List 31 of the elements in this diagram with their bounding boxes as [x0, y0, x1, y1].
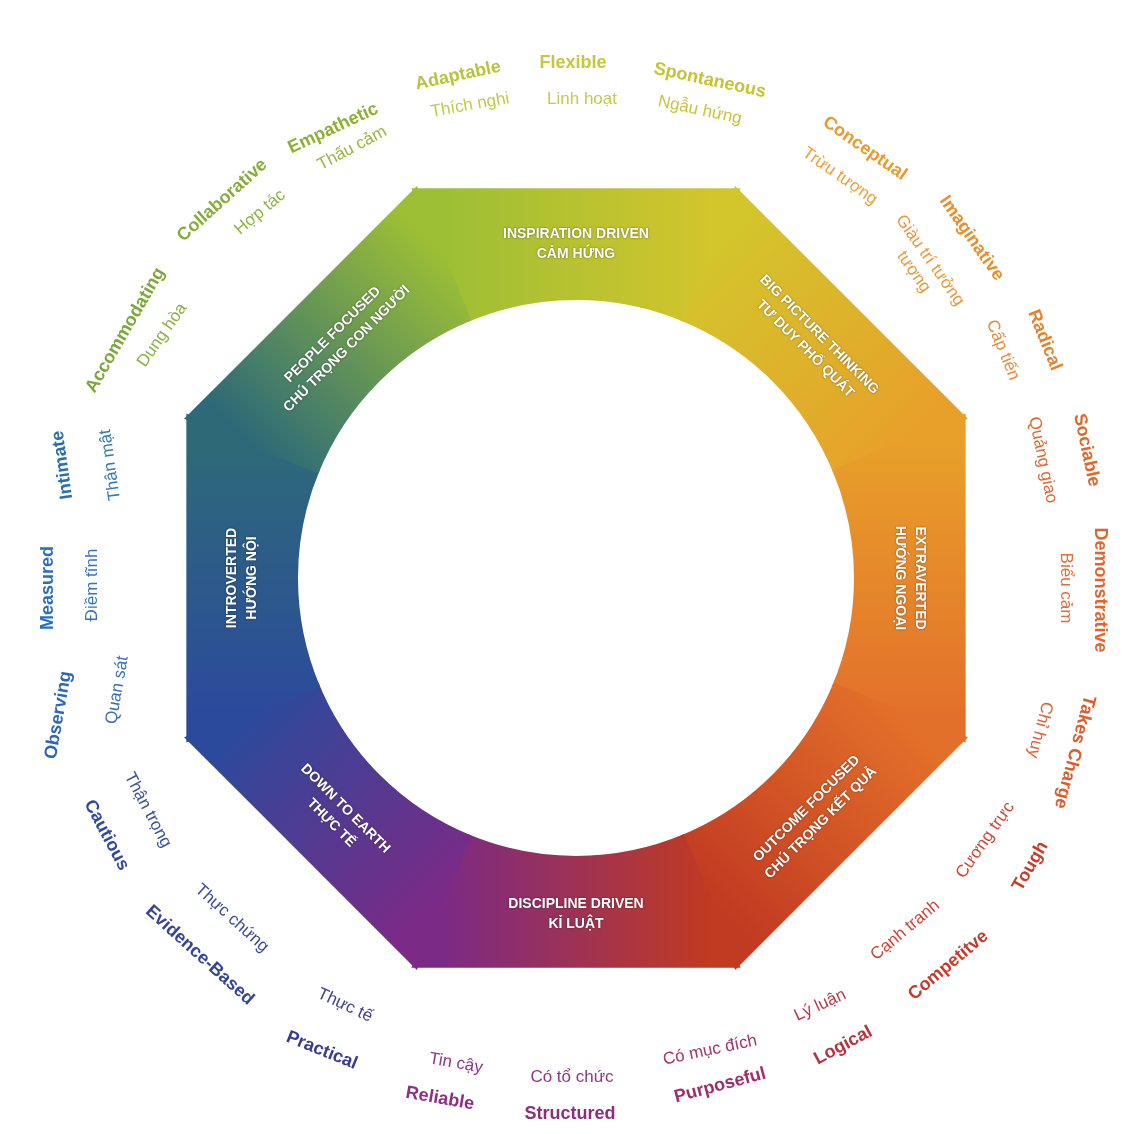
trait-translation: Biểu cảm — [1056, 552, 1076, 624]
trait-word: Structured — [524, 1102, 616, 1124]
segment-translation: CẢM HỨNG — [535, 243, 617, 263]
segment-heading: DISCIPLINE DRIVEN — [508, 894, 644, 913]
trait-translation: Linh hoạt — [547, 89, 617, 109]
segment-translation: HƯỚNG NỘI — [241, 535, 260, 622]
trait-word: Intimate — [46, 429, 78, 501]
trait-translation: Ngẫu hứng — [656, 91, 744, 129]
trait-translation: Có mục đích — [661, 1030, 759, 1069]
trait-translation: Thân mật — [95, 428, 125, 502]
trait-word: Sociable — [1069, 411, 1105, 489]
trait-translation: Cấp tiến — [981, 316, 1025, 384]
segment-translation: KỈ LUẬT — [547, 913, 605, 933]
trait-translation: Lý luận — [790, 984, 849, 1025]
trait-translation: Tin cậy — [427, 1048, 485, 1078]
trait-word: Demonstrative — [1089, 527, 1111, 653]
trait-word: Observing — [39, 669, 77, 761]
trait-translation: Chỉ huy — [1022, 699, 1058, 761]
segment-translation: HƯỚNG NGOẠI — [892, 525, 911, 631]
trait-word: Reliable — [404, 1081, 476, 1115]
trait-word: Measured — [36, 546, 58, 630]
trait-translation: Quảng giao — [1024, 414, 1062, 506]
segment-heading: INSPIRATION DRIVEN — [503, 224, 649, 243]
trait-translation: Thực tế — [314, 983, 376, 1027]
trait-translation: Thận trọng — [120, 769, 177, 851]
trait-translation: Có tổ chức — [530, 1067, 614, 1087]
trait-word: Flexible — [539, 51, 607, 73]
trait-translation: Điềm tĩnh — [82, 548, 102, 622]
segment-heading: EXTRAVERTED — [912, 525, 930, 631]
segment-heading: INTROVERTED — [222, 527, 240, 629]
trait-translation: Quan sát — [101, 654, 133, 726]
